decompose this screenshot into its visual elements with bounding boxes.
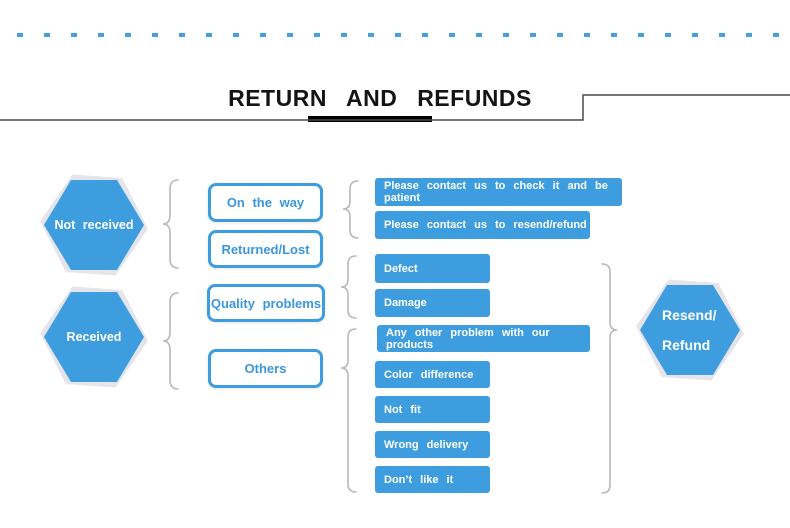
brace-resend-refund: [601, 263, 618, 494]
header-step-line: [0, 94, 790, 121]
leaf-defect: Defect: [375, 254, 490, 283]
brace-quality-problems: [340, 255, 357, 319]
hexagon-resend-refund-label: Resend/ Refund: [636, 281, 744, 379]
page-title: RETURN AND REFUNDS: [228, 85, 532, 111]
result-label-line2: Refund: [662, 337, 711, 353]
leaf-check-and-be-patient: Please contact us to check it and be pat…: [375, 178, 622, 206]
dotted-divider: [17, 33, 789, 37]
result-label-line1: Resend/: [662, 307, 717, 323]
leaf-dont-like-it: Don’t like it: [375, 466, 490, 493]
mid-node-others: Others: [208, 349, 323, 388]
brace-received: [162, 292, 179, 390]
hexagon-received-label: Received: [66, 330, 122, 344]
leaf-resend-refund: Please contact us to resend/refund: [375, 211, 590, 239]
mid-node-quality-problems: Quality problems: [207, 284, 325, 322]
title-underline: [308, 116, 432, 122]
mid-node-on-the-way: On the way: [208, 183, 323, 222]
hexagon-resend-refund: Resend/ Refund: [636, 281, 744, 379]
leaf-not-fit: Not fit: [375, 396, 490, 423]
hexagon-not-received-label: Not received: [54, 218, 134, 232]
mid-node-returned-lost: Returned/Lost: [208, 230, 323, 268]
brace-not-received: [162, 179, 179, 269]
leaf-any-other-problem: Any other problem with our products: [377, 325, 590, 352]
hexagon-not-received: Not received: [40, 176, 148, 274]
brace-others: [340, 328, 357, 493]
leaf-damage: Damage: [375, 289, 490, 317]
leaf-color-difference: Color difference: [375, 361, 490, 388]
brace-on-the-way: [342, 180, 359, 239]
leaf-wrong-delivery: Wrong delivery: [375, 431, 490, 458]
hexagon-received: Received: [40, 288, 148, 386]
